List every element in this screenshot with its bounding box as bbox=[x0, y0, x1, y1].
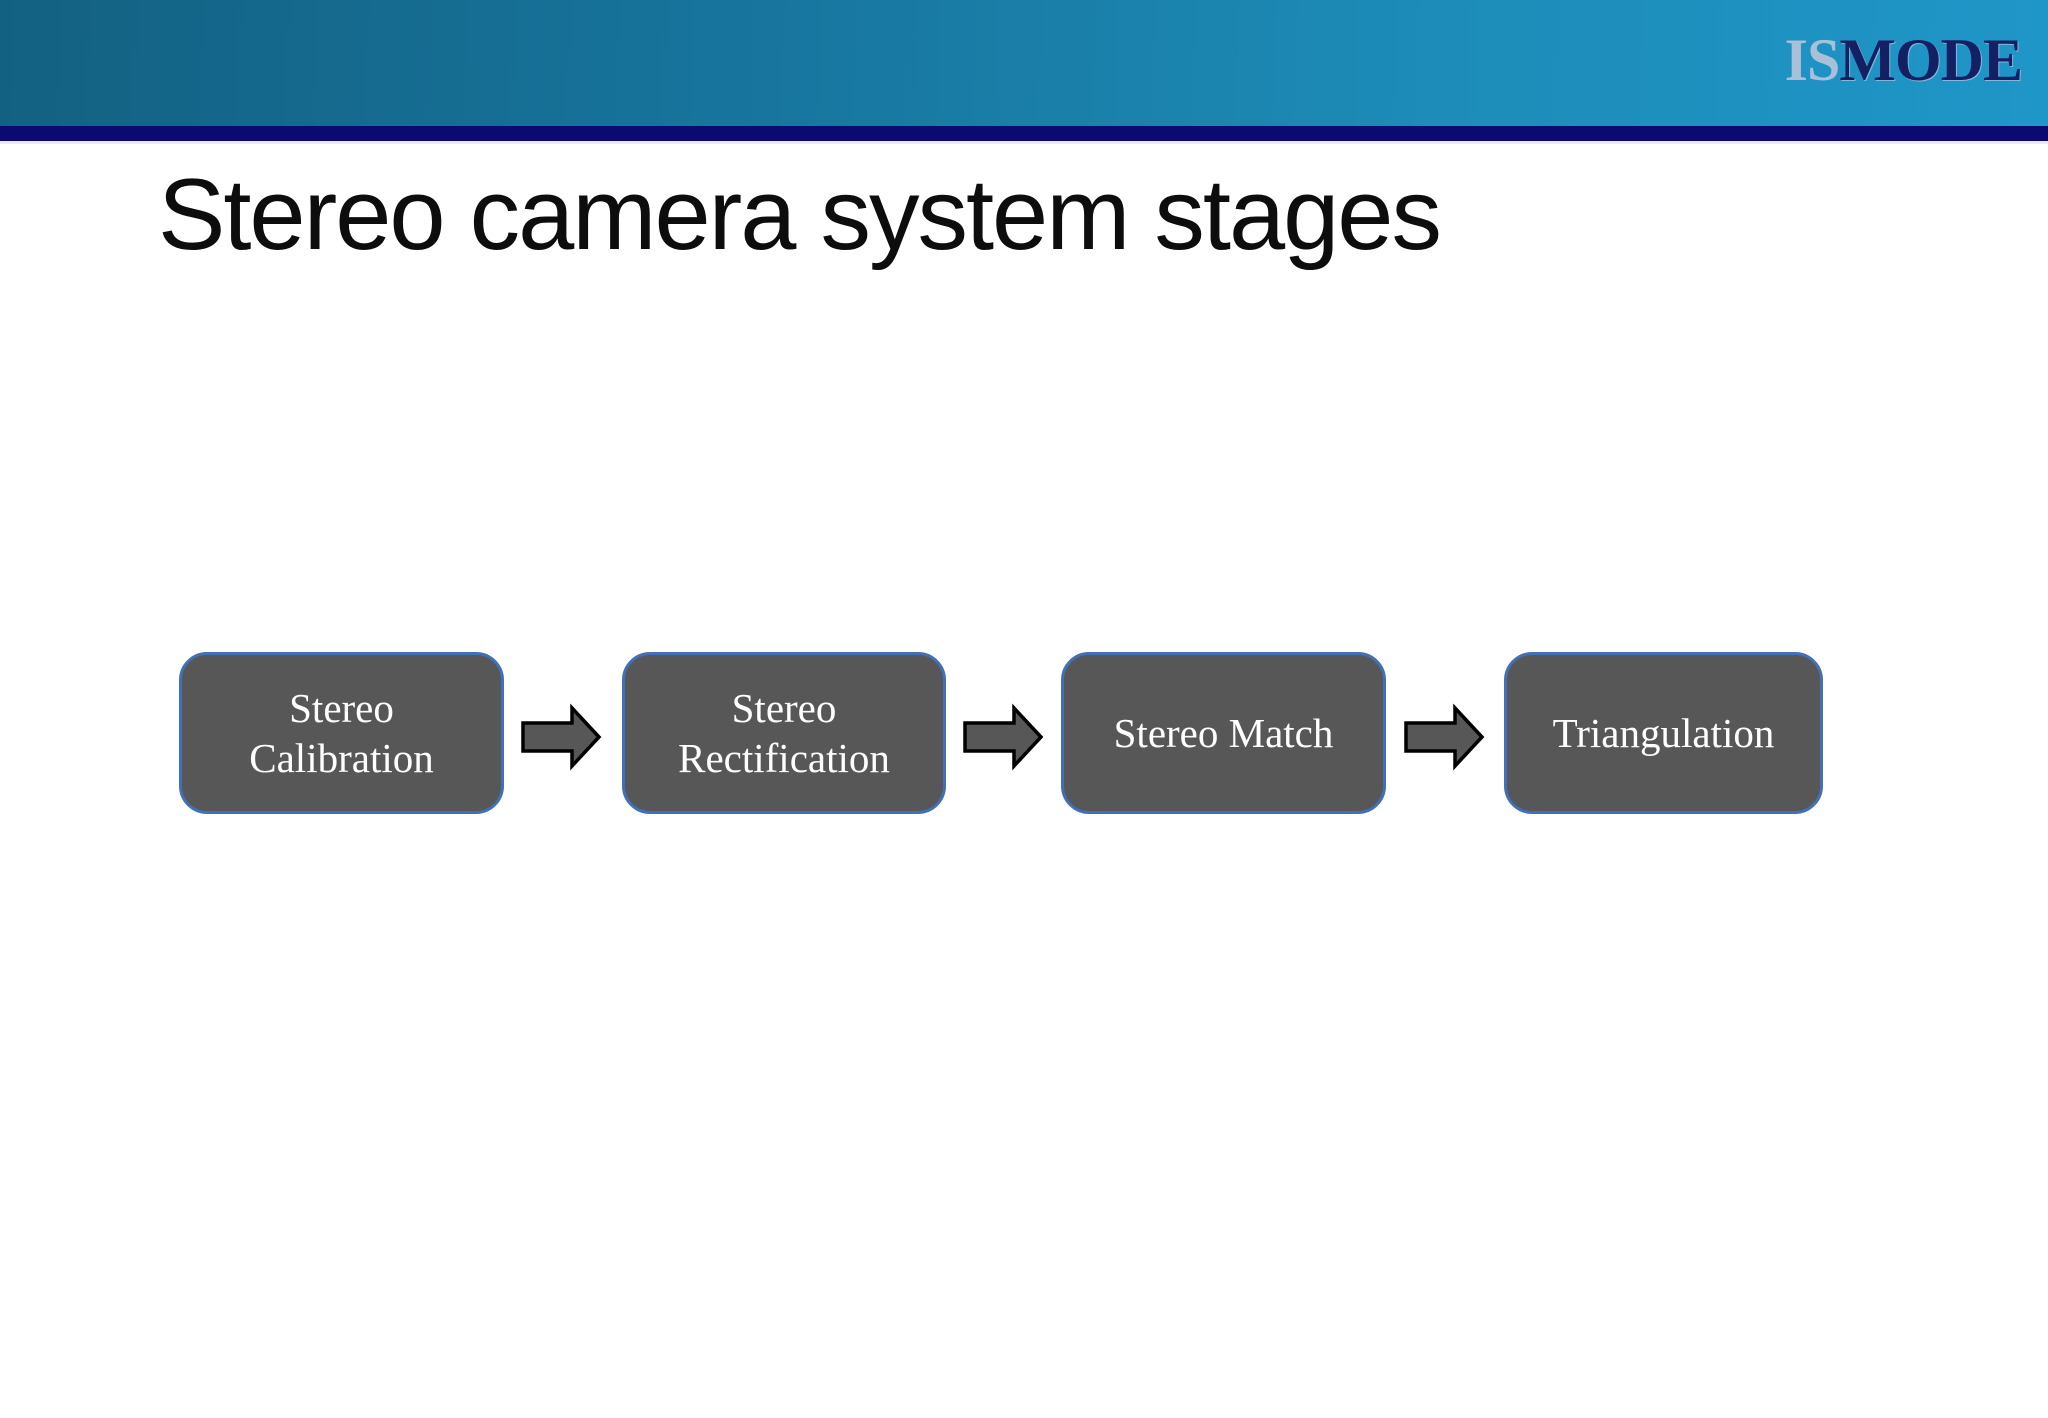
header-divider-highlight bbox=[0, 141, 2048, 144]
stage-label: Stereo Calibration bbox=[249, 684, 434, 781]
stage-label: Stereo Match bbox=[1113, 709, 1334, 756]
ismode-logo: ISMODE bbox=[1784, 27, 2023, 93]
header-divider bbox=[0, 126, 2048, 141]
flow-arrow-icon bbox=[963, 703, 1044, 771]
stage-label: Triangulation bbox=[1552, 709, 1775, 756]
header-band: ISMODE bbox=[0, 0, 2048, 126]
stage-box-stereo-match: Stereo Match bbox=[1061, 652, 1386, 814]
flow-arrow-icon bbox=[1404, 703, 1485, 771]
stage-label: Stereo Rectification bbox=[678, 684, 890, 781]
flow-arrow-icon bbox=[521, 703, 602, 771]
flow-diagram: Stereo Calibration Stereo Rectification … bbox=[0, 652, 2048, 816]
stage-box-triangulation: Triangulation bbox=[1504, 652, 1823, 814]
stage-box-stereo-calibration: Stereo Calibration bbox=[179, 652, 504, 814]
logo-text-dark: MODE bbox=[1839, 27, 2023, 93]
logo-text-light: IS bbox=[1784, 27, 1841, 93]
stage-box-stereo-rectification: Stereo Rectification bbox=[622, 652, 946, 814]
page-title: Stereo camera system stages bbox=[158, 159, 1442, 271]
